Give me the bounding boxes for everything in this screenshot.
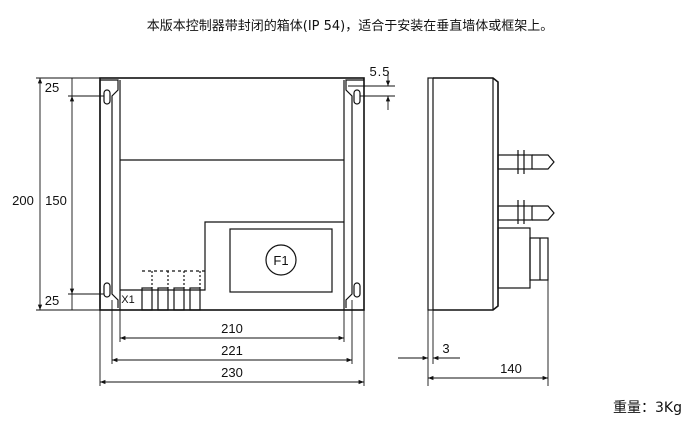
dim-overall-height: 200 [12,193,34,208]
left-slot-top [103,89,111,105]
fuse-circle [265,244,297,276]
connector-plug [529,237,549,281]
dim-slot-width: 5.5 [369,64,390,79]
dim-top-offset: 25 [45,80,59,95]
fuse-label: F1 [273,253,288,268]
front-view [99,77,365,311]
cable-gland-bottom [497,200,555,224]
right-slot-bottom [353,282,361,298]
drawing-caption: 本版本控制器带封闭的箱体(IP 54)，适合于安装在垂直墙体或框架上。 [146,19,554,34]
dim-depth: 140 [500,361,522,376]
left-slot-bottom [103,282,111,298]
housing-outline [99,77,365,311]
right-slot-top [353,89,361,105]
terminal-block [141,287,201,311]
weight-label: 重量：3Kg [613,400,682,416]
left-mounting-rail [99,79,119,308]
dim-wall-gap: 3 [442,341,449,356]
connector-block [497,227,531,289]
fuse-window [229,228,333,293]
side-view [427,77,555,311]
dimension-lines [36,72,549,386]
dim-width-210: 210 [221,321,243,336]
terminal-label: X1 [121,294,134,306]
side-housing [433,77,499,311]
dim-bottom-offset: 25 [45,293,59,308]
mounting-plate [427,77,434,311]
dim-inner-height: 150 [45,193,67,208]
dim-width-221: 221 [221,343,243,358]
dim-width-230: 230 [221,365,243,380]
terminal-area [120,221,344,291]
cable-gland-top [497,150,555,174]
